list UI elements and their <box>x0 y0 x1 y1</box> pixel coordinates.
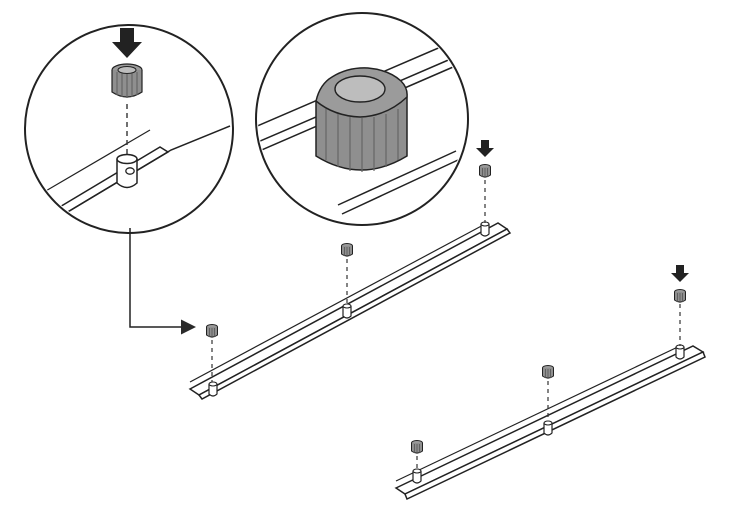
detail-left-content <box>43 104 231 220</box>
arrow-right-icon <box>129 228 196 335</box>
closeup-rail-top-line <box>43 129 151 193</box>
rail-lower-knobs <box>411 265 689 470</box>
arrow-down-icon <box>476 140 494 157</box>
detail-circle-knob-closeup <box>255 12 469 226</box>
rail-lower <box>394 344 706 501</box>
closeup-knob-large <box>315 67 408 172</box>
closeup-pin <box>116 153 138 189</box>
closeup-rail-edge <box>55 125 231 220</box>
arrow-down-icon <box>112 28 142 58</box>
detail-circle-left <box>24 24 234 234</box>
detail-circle-knob-insertion <box>24 24 234 234</box>
closeup-knob-small <box>111 63 143 98</box>
rail-upper-knobs <box>206 140 494 382</box>
rail-lower-pins <box>412 344 685 484</box>
arrow-down-icon <box>671 265 689 282</box>
rail-upper-pins <box>208 221 490 397</box>
